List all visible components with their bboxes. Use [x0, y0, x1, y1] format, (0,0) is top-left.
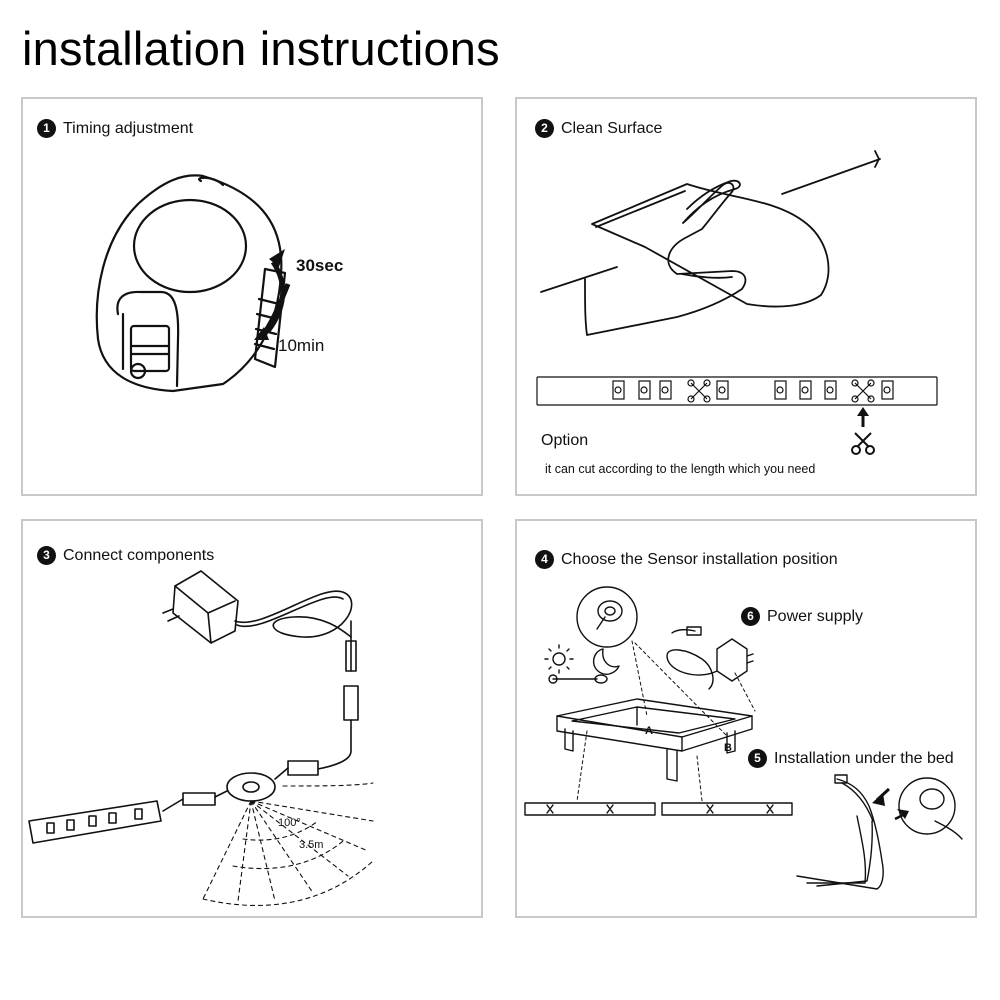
step-1-panel: 1 Timing adjustment 30sec 10min — [21, 97, 483, 496]
step-label: Timing adjustment — [63, 119, 194, 137]
pir-sensor-icon — [898, 777, 963, 840]
step-label: Connect components — [63, 546, 215, 564]
detection-angle-label: 100° — [278, 817, 301, 829]
page-title: installation instructions — [22, 22, 500, 75]
option-description: it can cut according to the length which… — [545, 462, 816, 476]
step-number: 6 — [741, 607, 760, 626]
moon-icon — [593, 648, 620, 675]
bed-installation-diagram — [524, 586, 963, 890]
step-label: Power supply — [767, 607, 864, 625]
step-2-panel: 2 Clean Surface — [515, 97, 977, 496]
step-6-heading: 6 Power supply — [741, 607, 863, 626]
step-4-panel: 4 Choose the Sensor installation positio… — [515, 519, 977, 918]
step-number: 4 — [535, 550, 554, 569]
arrow-up-icon — [857, 407, 869, 427]
time-decrease-label: 10min — [278, 336, 325, 355]
power-adapter-icon — [162, 570, 239, 644]
step-2-heading: 2 Clean Surface — [535, 119, 662, 138]
scissors-icon — [851, 432, 875, 455]
connection-diagram — [28, 570, 374, 907]
step-number: 2 — [535, 119, 554, 138]
power-adapter-icon — [666, 626, 754, 690]
sun-icon — [544, 644, 574, 674]
step-label: Installation under the bed — [774, 749, 954, 767]
step-3-heading: 3 Connect components — [37, 546, 214, 565]
sensor-point-b: B — [724, 742, 732, 754]
step-number: 3 — [37, 546, 56, 565]
detection-range-label: 3.5m — [299, 839, 324, 851]
hand-wiping-icon — [536, 150, 938, 455]
step-4-heading: 4 Choose the Sensor installation positio… — [535, 550, 838, 569]
step-number: 1 — [37, 119, 56, 138]
step-5-heading: 5 Installation under the bed — [748, 749, 954, 768]
option-title: Option — [541, 432, 589, 449]
step-label: Choose the Sensor installation position — [561, 550, 838, 568]
step-1-heading: 1 Timing adjustment — [37, 119, 193, 138]
pir-sensor-icon — [95, 174, 291, 393]
sensor-point-a: A — [645, 725, 653, 737]
bed-frame-icon — [556, 698, 753, 782]
step-label: Clean Surface — [561, 119, 663, 137]
time-increase-label: 30sec — [296, 256, 344, 275]
step-3-panel: 3 Connect components — [21, 519, 483, 918]
led-strip-icon — [536, 376, 938, 406]
step-number: 5 — [748, 749, 767, 768]
